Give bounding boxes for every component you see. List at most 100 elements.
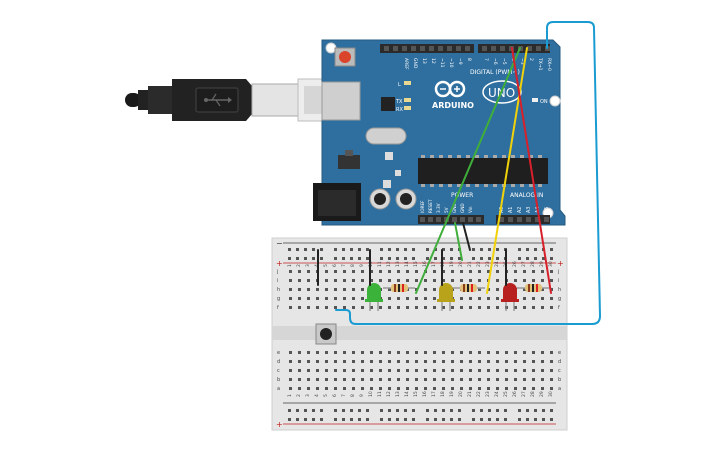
pin-label: ~6	[492, 58, 498, 65]
column-number: 14	[404, 391, 410, 397]
rail-plus-label-right: +	[557, 259, 564, 268]
column-number: 20	[458, 261, 464, 267]
power-label: POWER	[451, 192, 473, 199]
power-pin-label: 5V	[444, 207, 449, 213]
resistor-1	[383, 284, 415, 292]
svg-text:L: L	[398, 82, 401, 88]
power-pin-label: IOREF	[420, 200, 425, 213]
column-number: 24	[494, 391, 500, 397]
pin-label: ~3	[519, 58, 525, 65]
column-number: 14	[404, 261, 410, 267]
column-number: 15	[413, 261, 419, 267]
column-number: 25	[503, 391, 509, 397]
power-header	[418, 215, 484, 224]
column-number: 29	[539, 391, 545, 397]
resistor-2	[452, 284, 485, 292]
capacitors	[369, 188, 417, 210]
crystal	[365, 127, 407, 145]
analog-pin-label: A3	[526, 207, 532, 213]
reset-button[interactable]	[334, 47, 356, 67]
microcontroller-chip	[418, 155, 548, 187]
column-number: 17	[431, 391, 437, 397]
digital-label: DIGITAL (PWM~)	[470, 69, 520, 76]
column-number: 30	[548, 391, 554, 397]
column-number: 4	[314, 394, 320, 397]
pushbutton[interactable]	[315, 323, 337, 345]
row-letter: d	[558, 359, 561, 365]
column-number: 19	[449, 261, 455, 267]
column-number: 11	[377, 391, 383, 397]
analog-label: ANALOG IN	[510, 192, 543, 199]
column-number: 29	[539, 261, 545, 267]
pin-label: 8	[466, 58, 472, 61]
infinity-logo-icon	[434, 80, 466, 98]
column-number: 1	[287, 394, 293, 397]
column-number: 15	[413, 391, 419, 397]
column-number: 5	[323, 394, 329, 397]
column-number: 22	[476, 261, 482, 267]
wires	[317, 21, 602, 325]
analog-pin-label: A0	[499, 207, 505, 213]
column-number: 9	[359, 394, 365, 397]
column-number: 13	[395, 391, 401, 397]
green-led[interactable]	[365, 283, 383, 311]
wire-blue	[335, 21, 602, 325]
column-number: 28	[530, 391, 536, 397]
column-number: 6	[332, 394, 338, 397]
row-letter: b	[558, 377, 561, 383]
column-number: 22	[476, 391, 482, 397]
column-number: 8	[350, 394, 356, 397]
column-number: 28	[530, 261, 536, 267]
column-number: 3	[305, 394, 311, 397]
column-number: 6	[332, 264, 338, 267]
column-number: 16	[422, 391, 428, 397]
column-number: 30	[548, 261, 554, 267]
resistor-3	[517, 284, 550, 292]
rail-minus-label: −	[276, 239, 283, 248]
column-number: 13	[395, 261, 401, 267]
usb-chip	[381, 97, 395, 111]
column-number: 5	[323, 264, 329, 267]
power-pin-label: GND	[452, 203, 457, 213]
analog-pin-label: A1	[508, 207, 514, 213]
voltage-regulator	[338, 155, 360, 169]
column-number: 21	[467, 261, 473, 267]
wire-black-arduino-gnd	[462, 222, 471, 251]
onboard-leds: L TX RX	[395, 81, 411, 113]
column-number: 26	[512, 391, 518, 397]
red-led[interactable]	[501, 283, 519, 311]
column-number: 24	[494, 261, 500, 267]
power-pin-label: 3.3V	[436, 203, 441, 213]
analog-pin-label: A5	[544, 207, 550, 213]
yellow-led[interactable]	[437, 283, 455, 311]
row-letter: a	[558, 386, 561, 392]
row-letter: a	[277, 386, 280, 392]
wire-yellow	[486, 47, 528, 294]
column-number: 1	[287, 264, 293, 267]
column-number: 12	[386, 261, 392, 267]
column-number: 10	[368, 391, 374, 397]
svg-text:TX: TX	[395, 99, 403, 105]
pin-label: 13	[421, 58, 427, 64]
arduino-logo: ARDUINO	[432, 80, 474, 110]
column-number: 8	[350, 264, 356, 267]
row-letter: h	[558, 287, 561, 293]
row-letter: g	[558, 296, 561, 302]
column-number: 19	[449, 391, 455, 397]
svg-text:ON: ON	[540, 99, 548, 105]
pin-label: ~5	[501, 58, 507, 65]
column-number: 20	[458, 391, 464, 397]
svg-text:RX: RX	[396, 107, 403, 113]
column-number: 26	[512, 261, 518, 267]
digital-header	[380, 44, 550, 53]
column-number: 2	[296, 394, 302, 397]
column-number: 12	[386, 391, 392, 397]
pin-label: ~10	[448, 58, 454, 68]
column-number: 2	[296, 264, 302, 267]
row-letter: e	[277, 350, 280, 356]
